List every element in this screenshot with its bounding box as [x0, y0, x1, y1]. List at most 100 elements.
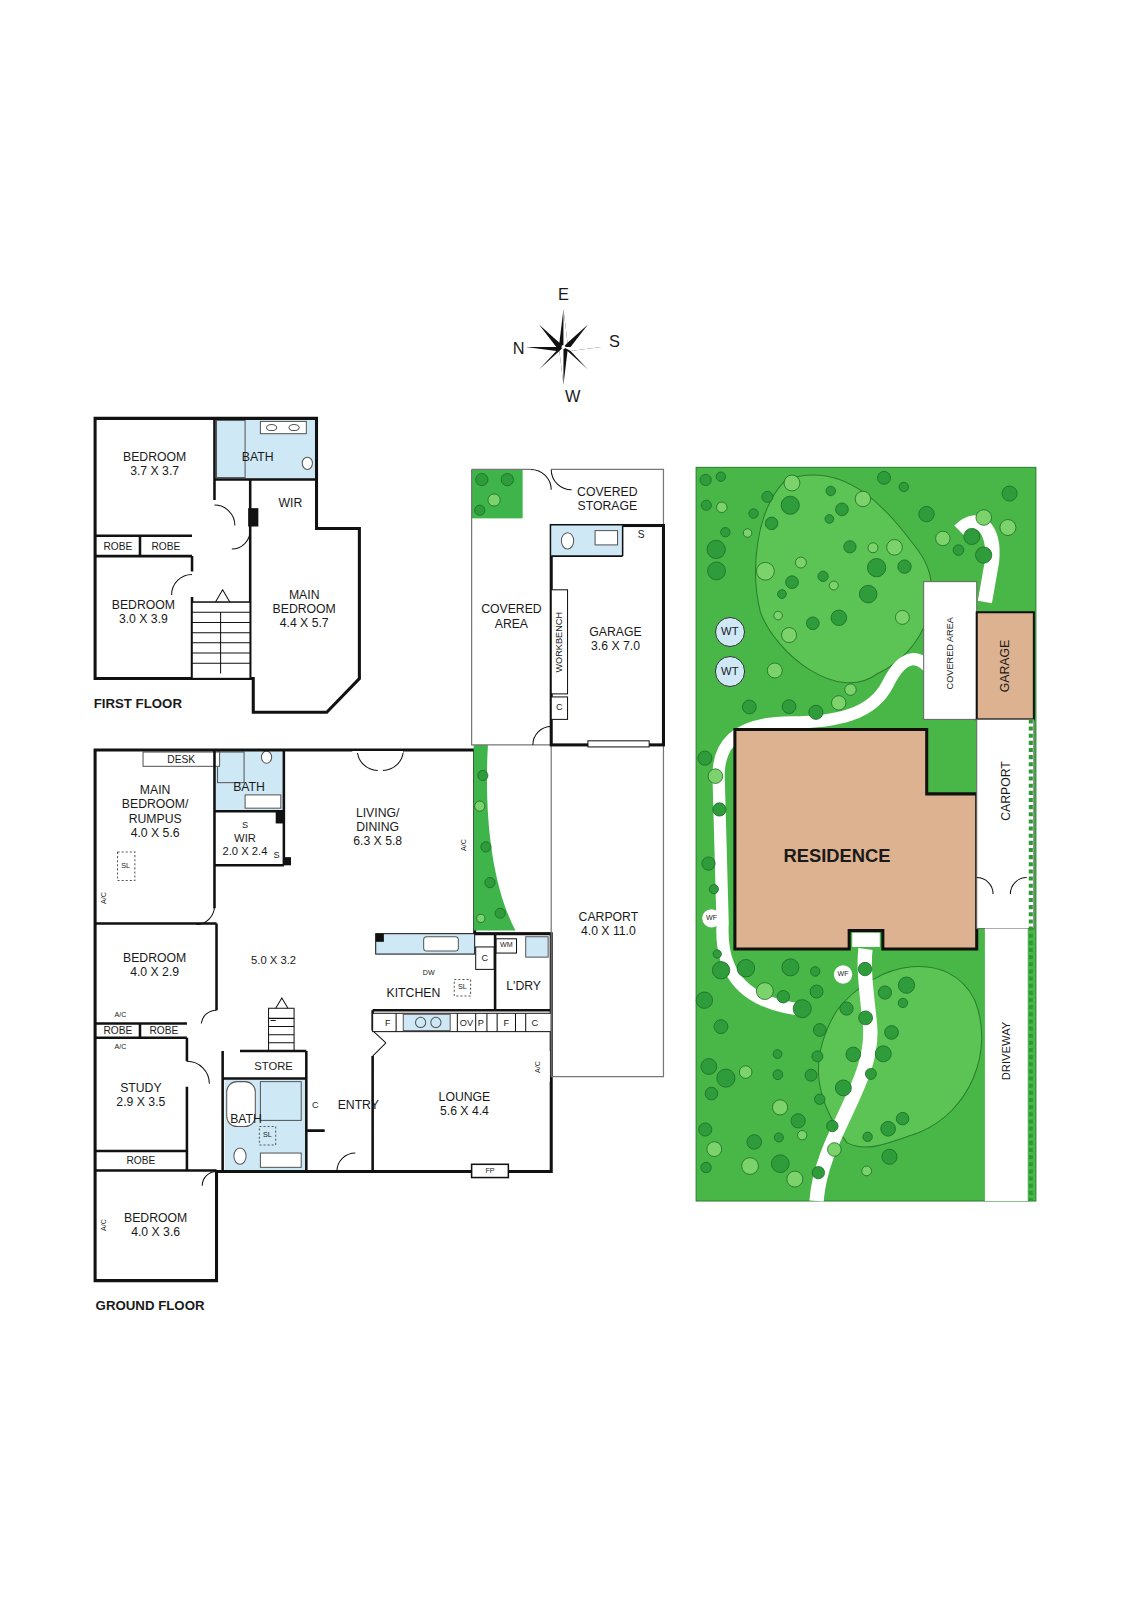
room-size: 4.0 X 2.9 [130, 965, 179, 979]
room-name: BEDROOM [112, 598, 175, 612]
first-floor-plan [95, 418, 359, 712]
room-box: BATH [217, 776, 280, 798]
floor-title: FIRST FLOOR [94, 697, 182, 712]
room-box: ROBE [141, 1024, 187, 1038]
room-box: WIR2.0 X 2.4 [216, 829, 273, 862]
room-size: 6.3 X 5.8 [353, 834, 402, 848]
room-name: BEDROOM [123, 951, 186, 965]
tank-circle: WT [715, 656, 746, 687]
plan-label: C [556, 702, 563, 712]
room-box: KITCHEN [380, 984, 447, 1002]
room-size: 2.0 X 2.4 [223, 845, 268, 858]
room-name: LOUNGE [439, 1090, 491, 1104]
room-box: BEDROOM4.0 X 2.9 [97, 944, 212, 985]
plan-label: WM [500, 942, 513, 950]
room-name: BEDROOM [124, 1211, 187, 1225]
room-name: BATH [230, 1112, 262, 1126]
compass-letter: N [513, 340, 525, 358]
room-name: DESK [167, 754, 195, 766]
room-box: CARPORT [978, 740, 1033, 842]
tank-circle: WT [715, 617, 746, 648]
room-box: ROBE [96, 538, 140, 555]
room-box: GARAGE3.6 X 7.0 [572, 619, 660, 660]
plan-label: F [503, 1018, 509, 1028]
plan-label: P [478, 1018, 484, 1028]
plan-label: F [385, 1018, 391, 1028]
site-plan [696, 467, 1036, 1201]
room-name: GARAGE [589, 625, 641, 639]
plan-label: S [274, 850, 280, 860]
room-name: COVERED AREA [945, 617, 956, 689]
plan-label: A/C [462, 838, 470, 852]
room-box: GARAGE [978, 612, 1033, 719]
plan-label: A/C [113, 1044, 127, 1052]
room-size: 3.7 X 3.7 [130, 464, 179, 478]
room-name: MAIN BEDROOM [268, 588, 339, 616]
plan-label: SL [263, 1132, 272, 1140]
plan-label: C [532, 1018, 539, 1028]
room-name: COVERED AREA [478, 602, 545, 630]
tree-dots [696, 471, 1017, 1187]
room-name: RESIDENCE [783, 845, 890, 866]
plan-label: WF [838, 971, 849, 979]
room-box: RESIDENCE [755, 835, 918, 876]
garage-plan [472, 469, 664, 1076]
room-box: LIVING/ DINING6.3 X 5.8 [337, 796, 419, 857]
floor-title: GROUND FLOOR [96, 1298, 205, 1313]
room-box: BATH [219, 444, 296, 470]
room-box: BEDROOM3.0 X 3.9 [97, 582, 190, 643]
compass-letter: S [609, 333, 620, 351]
room-name: MAIN BEDROOM/ RUMPUS [110, 783, 200, 825]
room-box: ROBE [141, 538, 191, 555]
plan-label: WF [706, 915, 717, 923]
room-size: 5.6 X 4.4 [440, 1104, 489, 1118]
plan-label: A/C [113, 1012, 127, 1020]
room-name: CARPORT [579, 910, 639, 924]
room-name: ROBE [151, 541, 180, 553]
plan-label: S [242, 820, 248, 830]
room-name: WT [721, 665, 738, 678]
room-name: ROBE [103, 541, 132, 553]
room-size: 4.4 X 5.7 [280, 616, 329, 630]
room-name: BATH [233, 780, 265, 794]
room-box: WIR [267, 490, 313, 516]
room-size: 2.9 X 3.5 [116, 1095, 165, 1109]
room-name: STUDY [120, 1081, 161, 1095]
room-name: COVERED STORAGE [567, 485, 649, 513]
room-box: ENTRY [329, 1096, 388, 1114]
tree-dots [475, 473, 514, 922]
room-box: BEDROOM3.7 X 3.7 [97, 434, 212, 495]
room-name: BEDROOM [123, 450, 186, 464]
plan-label: S [638, 529, 645, 540]
room-name: WIR [234, 832, 256, 845]
room-box: ROBE [96, 1024, 140, 1038]
compass-rose [526, 309, 602, 385]
compass-letter: E [558, 286, 569, 304]
plan-label: DW [423, 970, 435, 978]
room-name: WIR [279, 496, 303, 510]
room-name: KITCHEN [387, 986, 441, 1000]
room-name: ENTRY [338, 1098, 379, 1112]
room-size: 3.0 X 3.9 [119, 612, 168, 626]
room-box: MAIN BEDROOM/ RUMPUS4.0 X 5.6 [110, 771, 200, 853]
room-size: 3.6 X 7.0 [591, 639, 640, 653]
room-name: LIVING/ DINING [337, 806, 419, 834]
room-box: COVERED AREA [926, 602, 975, 704]
plan-label: A/C [101, 1218, 109, 1232]
room-box: COVERED AREA [478, 596, 545, 637]
compass-letter: W [565, 388, 580, 406]
room-name: STORE [254, 1060, 292, 1073]
room-box: DESK [143, 752, 220, 766]
room-name: L'DRY [506, 979, 541, 993]
room-box: ROBE [96, 1152, 186, 1169]
plan-label: A/C [101, 891, 109, 905]
room-name: ROBE [149, 1025, 178, 1037]
plan-label: C [312, 1100, 319, 1110]
room-name: GARAGE [998, 640, 1012, 692]
room-box: LOUNGE5.6 X 4.4 [408, 1084, 520, 1125]
room-name: CARPORT [998, 761, 1012, 821]
plan-label: DRIVEWAY [1000, 1022, 1012, 1081]
room-box: WORKBENCH [551, 590, 567, 694]
room-name: WT [721, 625, 738, 638]
room-box: MAIN BEDROOM4.4 X 5.7 [268, 579, 339, 640]
